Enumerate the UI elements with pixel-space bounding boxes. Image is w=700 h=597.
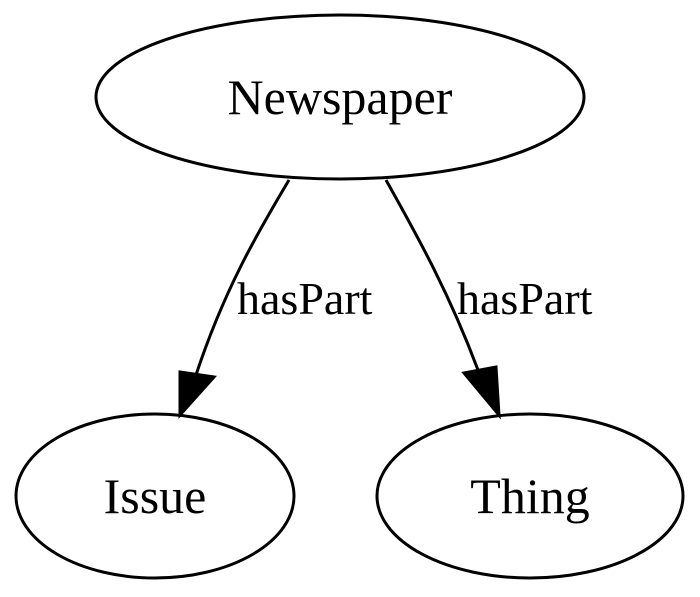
node-newspaper-label: Newspaper <box>228 69 453 125</box>
edge-newspaper-issue-label: hasPart <box>237 273 373 324</box>
node-issue: Issue <box>14 412 296 580</box>
node-issue-label: Issue <box>104 468 207 524</box>
edge-newspaper-thing-label: hasPart <box>457 273 593 324</box>
node-issue-shape <box>14 412 296 580</box>
edge-newspaper-thing: hasPart <box>384 179 593 420</box>
node-newspaper-shape <box>94 13 586 181</box>
edge-newspaper-issue: hasPart <box>178 179 373 419</box>
edge-newspaper-thing-arrowhead <box>461 365 501 420</box>
node-newspaper: Newspaper <box>94 13 586 181</box>
edge-newspaper-issue-arrowhead <box>178 370 217 419</box>
edge-newspaper-issue-line <box>194 179 291 376</box>
node-thing-label: Thing <box>470 468 589 524</box>
node-thing-shape <box>375 412 685 580</box>
edge-newspaper-thing-line <box>384 179 480 371</box>
node-thing: Thing <box>375 412 685 580</box>
